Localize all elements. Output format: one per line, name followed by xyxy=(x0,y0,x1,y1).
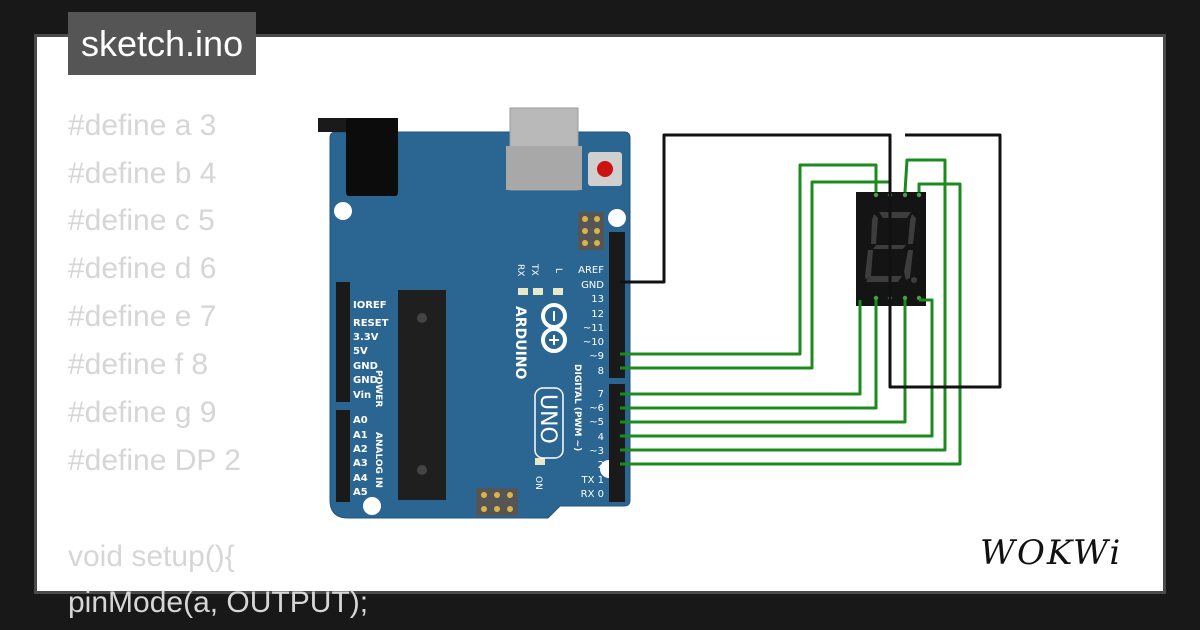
digital-header-top xyxy=(609,232,625,378)
code-line: #define d 6 xyxy=(68,252,216,285)
ground-wires xyxy=(620,133,1002,389)
digital-pin-label: ~10 xyxy=(583,337,604,348)
wokwi-logo-text: WOKWi xyxy=(980,533,1122,573)
digital-pin-label: 4 xyxy=(598,432,604,443)
code-line: #define g 9 xyxy=(68,396,216,429)
digital-pin-label: AREF xyxy=(578,265,604,276)
code-editor: #define a 3 #define b 4 #define c 5 #def… xyxy=(68,109,368,619)
code-line: #define DP 2 xyxy=(68,444,241,477)
digital-pin-label: 8 xyxy=(598,366,604,377)
digital-pin-label: TX 1 xyxy=(581,475,605,486)
digital-pin-label: 7 xyxy=(598,389,604,400)
analog-pin-label: A5 xyxy=(353,487,368,498)
model-label: UNO xyxy=(535,394,560,444)
code-line: pinMode(a, OUTPUT); xyxy=(68,586,368,619)
digital-pin-label: GND xyxy=(581,280,604,291)
power-label: POWER xyxy=(373,370,383,407)
wire-pin3 xyxy=(620,158,947,452)
display-segments xyxy=(865,212,917,283)
analog-pin-label: A3 xyxy=(353,458,368,469)
arduino-logo-icon xyxy=(541,303,567,353)
on-led-label: ON xyxy=(533,476,543,490)
wire-pin2 xyxy=(620,182,962,466)
power-pin-label: GND xyxy=(353,375,378,386)
mount-hole xyxy=(334,202,352,220)
code-line: void setup(){ xyxy=(68,540,235,573)
wire-pin7 xyxy=(620,300,862,396)
digital-header-bottom xyxy=(609,384,625,502)
code-line: #define c 5 xyxy=(68,204,215,237)
analog-label: ANALOG IN xyxy=(373,432,383,488)
digital-pin-label: 12 xyxy=(591,309,604,320)
model-badge xyxy=(534,387,564,459)
digital-pin-label: ~6 xyxy=(589,403,604,414)
brand-label: ARDUINO xyxy=(512,306,528,380)
reset-button[interactable] xyxy=(597,161,613,177)
digital-pin-label: ~9 xyxy=(589,351,604,362)
analog-header xyxy=(336,410,350,502)
digital-label: DIGITAL (PWM ~) xyxy=(572,364,582,451)
power-pin-label: Vin xyxy=(353,390,371,401)
analog-pin-label: A0 xyxy=(353,415,368,426)
digital-pin-label: 2 xyxy=(598,460,604,471)
mount-hole xyxy=(608,209,626,227)
icsp-header xyxy=(578,212,604,250)
wire-pin9 xyxy=(620,163,878,356)
tx-label: TX xyxy=(529,263,539,276)
power-pin-label: RESET xyxy=(353,318,389,329)
code-line: #define a 3 xyxy=(68,109,216,142)
digital-pin-label: 13 xyxy=(591,294,604,305)
digital-pin-label: ~11 xyxy=(583,323,604,334)
code-line: #define e 7 xyxy=(68,300,216,333)
wire-pin6 xyxy=(620,300,878,410)
power-pin-label: GND xyxy=(353,361,378,372)
analog-pin-label: A1 xyxy=(353,430,368,441)
wire-pin4 xyxy=(620,298,934,438)
code-line: #define b 4 xyxy=(68,157,216,190)
power-jack xyxy=(346,118,398,196)
rx-label: RX xyxy=(515,264,525,276)
power-pin-label: 3.3V xyxy=(353,332,379,343)
power-pin-label: 5V xyxy=(353,346,368,357)
analog-pin-label: A4 xyxy=(353,473,368,484)
power-header xyxy=(336,282,350,402)
arduino-uno-board[interactable]: IOREF RESET 3.3V 5V GND GND Vin A0 A1 A2… xyxy=(318,107,631,519)
code-line: #define f 8 xyxy=(68,348,208,381)
analog-pin-label: A2 xyxy=(353,444,368,455)
wire-pin5 xyxy=(620,300,907,424)
file-tab[interactable]: sketch.ino xyxy=(68,12,257,75)
wokwi-logo[interactable]: WOKWi xyxy=(976,526,1152,576)
power-pin-label: IOREF xyxy=(353,300,387,311)
usb-port xyxy=(506,146,582,190)
digital-pin-label: RX 0 xyxy=(581,489,604,500)
wire-gnd xyxy=(620,133,1002,389)
l-led-label: L xyxy=(553,268,563,273)
digital-pin-label: ~3 xyxy=(589,446,604,457)
signal-wires xyxy=(620,158,962,466)
digital-pin-label: ~5 xyxy=(589,417,604,428)
wire-pin8 xyxy=(620,180,892,370)
mount-hole xyxy=(363,497,381,515)
